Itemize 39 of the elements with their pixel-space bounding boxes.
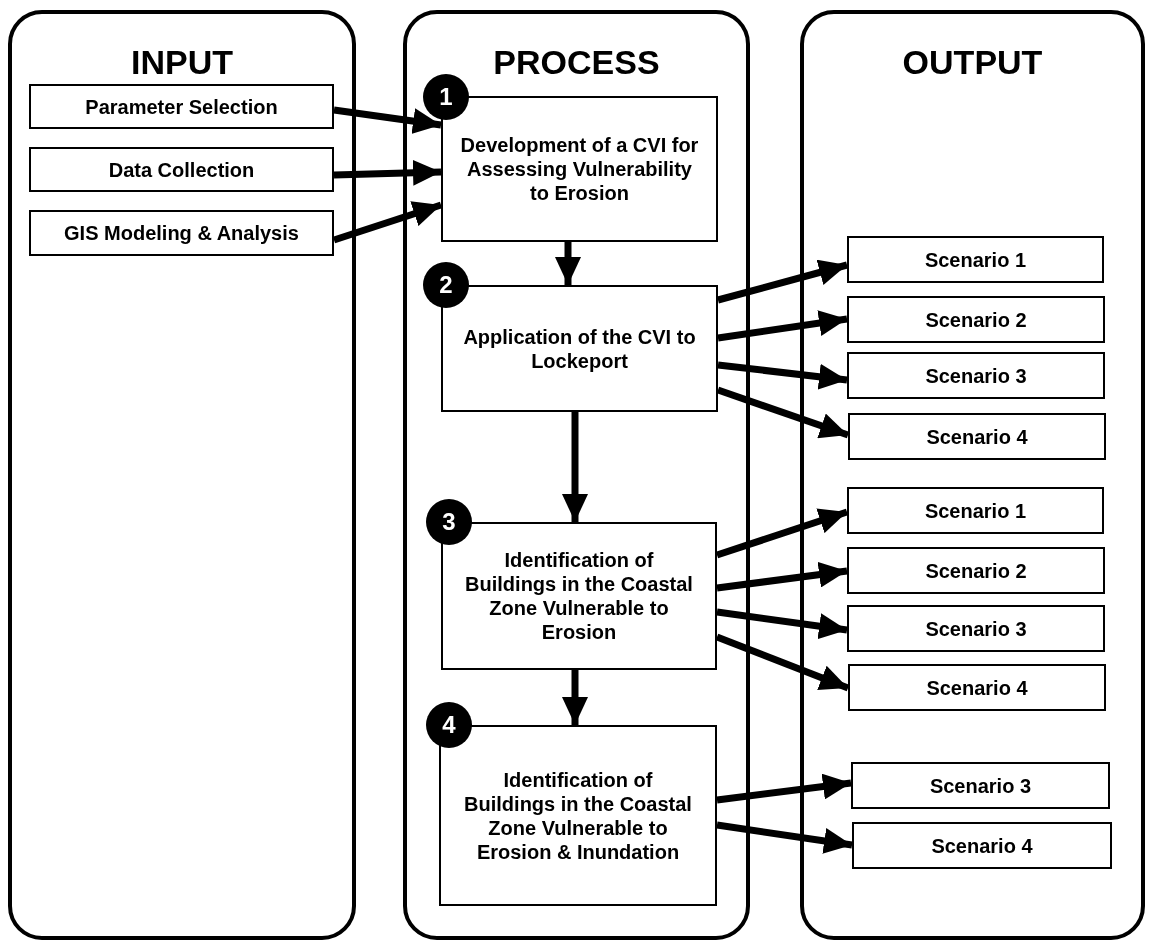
process-box: Scenario 1 bbox=[847, 236, 1104, 283]
column-heading: INPUT bbox=[130, 42, 234, 82]
process-box: GIS Modeling & Analysis bbox=[29, 210, 334, 256]
process-box: Scenario 2 bbox=[847, 296, 1105, 343]
arrow bbox=[717, 361, 848, 390]
arrow bbox=[717, 259, 848, 304]
arrow bbox=[716, 773, 852, 804]
step-number-badge: 1 bbox=[423, 74, 469, 120]
arrow bbox=[555, 242, 581, 285]
arrow bbox=[562, 670, 588, 725]
column-panel bbox=[403, 10, 750, 940]
arrow bbox=[716, 821, 853, 854]
arrow bbox=[715, 508, 849, 559]
column-heading: PROCESS bbox=[492, 42, 661, 82]
process-box: Scenario 4 bbox=[852, 822, 1112, 869]
process-box: Scenario 3 bbox=[847, 605, 1105, 652]
arrow bbox=[716, 608, 848, 640]
arrow bbox=[715, 633, 850, 692]
column-panel bbox=[8, 10, 356, 940]
arrow bbox=[562, 412, 588, 522]
process-box: Data Collection bbox=[29, 147, 334, 192]
arrow bbox=[332, 201, 443, 244]
process-box: Scenario 3 bbox=[851, 762, 1110, 809]
arrow bbox=[333, 159, 442, 186]
process-box: Scenario 4 bbox=[848, 413, 1106, 460]
step-number-badge: 4 bbox=[426, 702, 472, 748]
arrow bbox=[333, 106, 442, 134]
process-box: Scenario 2 bbox=[847, 547, 1105, 594]
column-heading: OUTPUT bbox=[901, 42, 1044, 82]
arrow bbox=[717, 310, 848, 342]
process-box: Scenario 3 bbox=[847, 352, 1105, 399]
arrow bbox=[716, 386, 850, 439]
process-box: Scenario 1 bbox=[847, 487, 1104, 534]
step-number-badge: 2 bbox=[423, 262, 469, 308]
step-number-badge: 3 bbox=[426, 499, 472, 545]
column-panel bbox=[800, 10, 1145, 940]
process-box: Scenario 4 bbox=[848, 664, 1106, 711]
process-box: Parameter Selection bbox=[29, 84, 334, 129]
arrow bbox=[716, 561, 848, 592]
